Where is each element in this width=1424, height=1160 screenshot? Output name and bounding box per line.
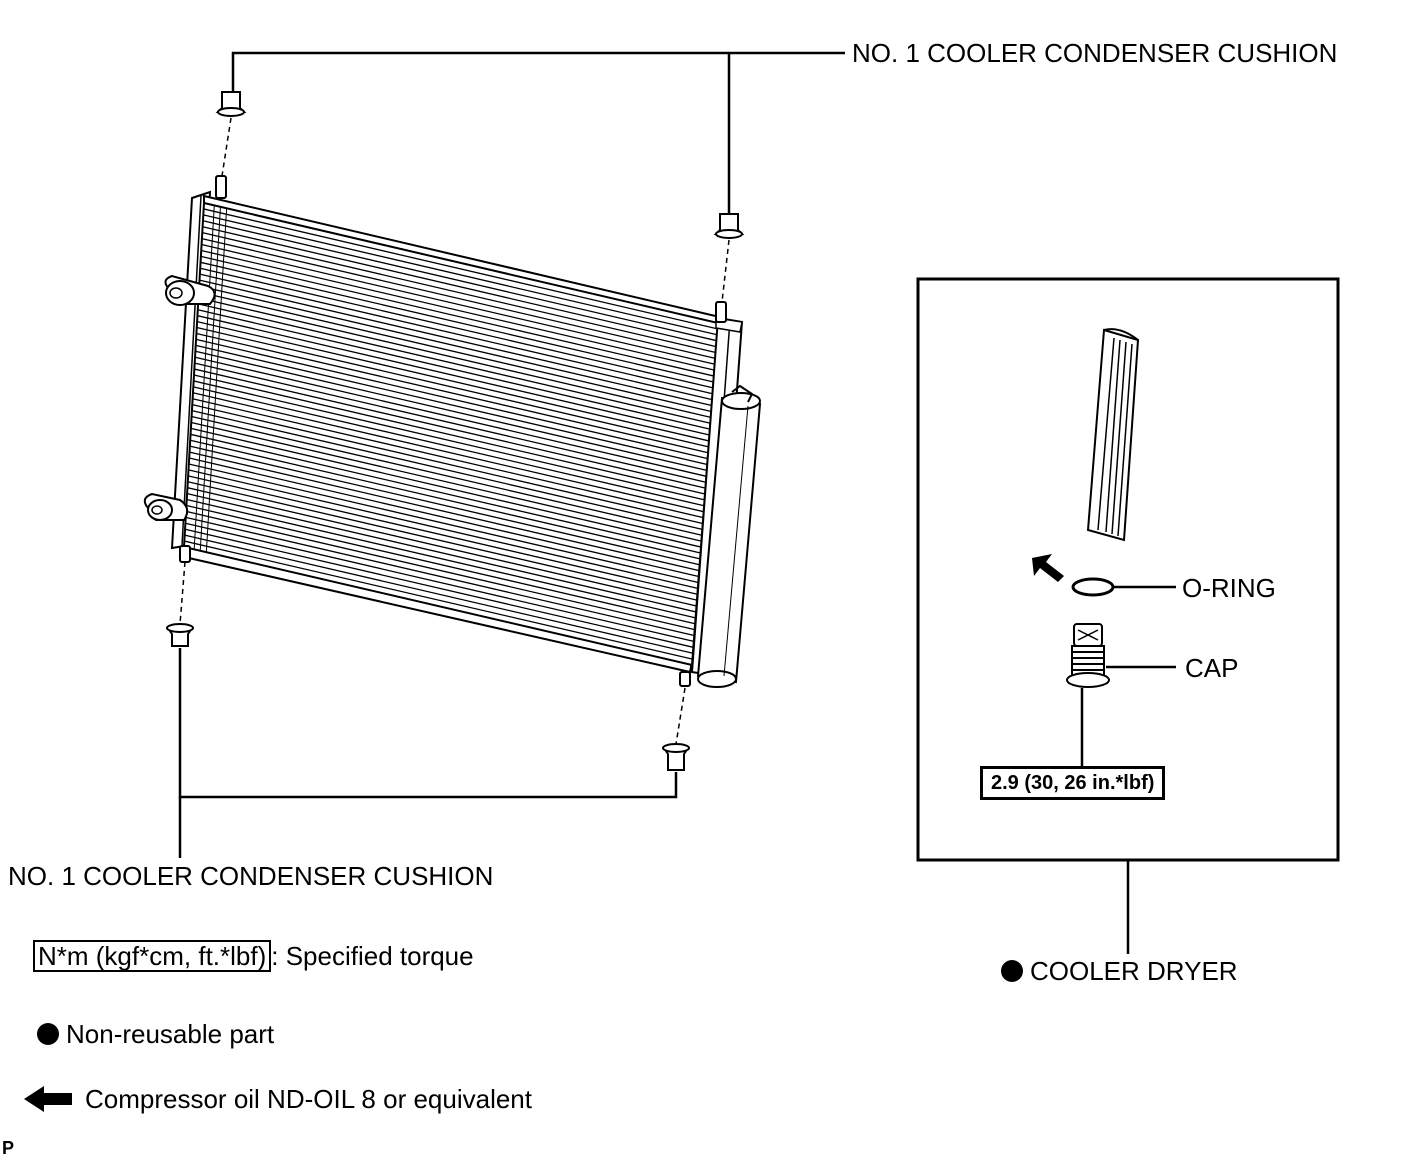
cap-part bbox=[1066, 623, 1110, 688]
label-cap: CAP bbox=[1185, 653, 1239, 683]
condenser-tube bbox=[191, 415, 703, 536]
condenser-tube bbox=[197, 315, 710, 436]
condenser-tube bbox=[191, 421, 702, 542]
condenser-fin-edge bbox=[193, 205, 215, 550]
legend-arrow-icon bbox=[24, 1086, 72, 1112]
cushion-bottom-left bbox=[166, 623, 194, 647]
condenser-tube bbox=[195, 338, 708, 460]
condenser-tube bbox=[194, 356, 707, 477]
condenser-tube bbox=[201, 237, 716, 360]
condenser-pins bbox=[179, 175, 727, 687]
legend-torque: N*m (kgf*cm, ft.*lbf): Specified torque bbox=[33, 940, 474, 972]
legend-torque-text: : Specified torque bbox=[271, 941, 474, 971]
legend-compressor-oil: Compressor oil ND-OIL 8 or equivalent bbox=[85, 1084, 532, 1114]
condenser-tube bbox=[192, 392, 704, 513]
install-dashed-lines bbox=[179, 117, 730, 745]
oil-arrow-icon bbox=[1032, 554, 1064, 582]
leader-lines bbox=[178, 51, 845, 858]
upper-mount-bracket bbox=[164, 274, 216, 306]
condenser-tube bbox=[193, 374, 706, 495]
lower-mount-bracket bbox=[143, 492, 189, 521]
condenser-tube bbox=[186, 498, 696, 619]
condenser-fin-edge bbox=[205, 208, 228, 553]
label-cooler-dryer: COOLER DRYER bbox=[1001, 958, 1238, 984]
condenser-tube bbox=[190, 439, 701, 560]
condenser-tube bbox=[198, 291, 712, 413]
condenser-tube bbox=[192, 398, 704, 519]
cushion-top-right bbox=[713, 213, 745, 239]
condenser-tube bbox=[188, 463, 699, 584]
torque-spec-box: 2.9 (30, 26 in.*lbf) bbox=[980, 766, 1166, 800]
condenser-tube bbox=[189, 451, 700, 572]
condenser-tube bbox=[191, 409, 703, 531]
condenser-tube bbox=[185, 516, 695, 637]
condenser-tube bbox=[197, 303, 711, 424]
condenser-tube bbox=[198, 297, 711, 418]
dryer-cartridge bbox=[1086, 328, 1140, 542]
condenser-tube bbox=[195, 344, 708, 466]
condenser-tube bbox=[187, 481, 698, 601]
condenser-tube bbox=[185, 510, 695, 631]
legend-non-reusable: Non-reusable part bbox=[37, 1021, 274, 1047]
corner-code: P bbox=[2, 1138, 15, 1158]
condenser-tube bbox=[184, 528, 694, 648]
condenser-tube bbox=[202, 232, 716, 354]
condenser-tube bbox=[190, 427, 702, 548]
condenser-tube bbox=[186, 492, 697, 613]
condenser-tube bbox=[189, 457, 699, 578]
condenser-tube bbox=[189, 445, 700, 566]
condenser-tube bbox=[187, 475, 698, 595]
legend-torque-box: N*m (kgf*cm, ft.*lbf) bbox=[33, 940, 272, 972]
cushion-top-left bbox=[215, 91, 247, 117]
condenser-tube bbox=[199, 273, 713, 395]
non-reusable-icon bbox=[1001, 960, 1023, 982]
condenser-tube bbox=[196, 320, 710, 442]
condenser-tube bbox=[196, 326, 709, 448]
condenser-tube bbox=[190, 433, 701, 554]
condenser-tube bbox=[199, 285, 712, 407]
condenser-tube bbox=[200, 267, 714, 389]
condenser-tube bbox=[188, 469, 698, 589]
condenser-tube bbox=[184, 540, 693, 660]
label-cushion-bottom: NO. 1 COOLER CONDENSER CUSHION bbox=[8, 861, 494, 891]
label-cushion-top: NO. 1 COOLER CONDENSER CUSHION bbox=[852, 38, 1338, 68]
condenser-tube bbox=[195, 350, 707, 472]
condenser-tube bbox=[202, 226, 717, 348]
cushion-bottom-right bbox=[662, 743, 690, 771]
condenser-tube bbox=[197, 309, 711, 430]
condenser-tube bbox=[203, 208, 718, 330]
condenser-tube bbox=[192, 404, 703, 525]
condenser-tube bbox=[186, 504, 696, 625]
label-o-ring: O-RING bbox=[1182, 573, 1276, 603]
condenser-fin-edge bbox=[199, 206, 221, 551]
condenser-tube bbox=[184, 534, 694, 654]
condenser-tube bbox=[193, 380, 705, 501]
legend-filled-circle-icon bbox=[37, 1023, 59, 1045]
condenser-tube bbox=[199, 279, 713, 401]
receiver-tube bbox=[696, 384, 762, 688]
condenser-tube bbox=[203, 214, 718, 336]
o-ring-part bbox=[1071, 577, 1115, 597]
condenser-tube bbox=[200, 261, 714, 383]
legend-non-reusable-text: Non-reusable part bbox=[66, 1019, 275, 1049]
condenser-tube bbox=[200, 255, 715, 377]
condenser-tube bbox=[201, 243, 716, 365]
condenser-core bbox=[170, 190, 744, 678]
condenser-tube bbox=[194, 368, 706, 489]
condenser-tube bbox=[185, 522, 694, 643]
condenser-tube bbox=[194, 362, 707, 483]
condenser-tube bbox=[187, 487, 697, 607]
condenser-tube bbox=[196, 332, 709, 454]
condenser-tube bbox=[202, 220, 717, 342]
condenser-tube bbox=[201, 249, 715, 371]
condenser-tube bbox=[193, 386, 705, 507]
cooler-dryer-text: COOLER DRYER bbox=[1030, 956, 1238, 986]
